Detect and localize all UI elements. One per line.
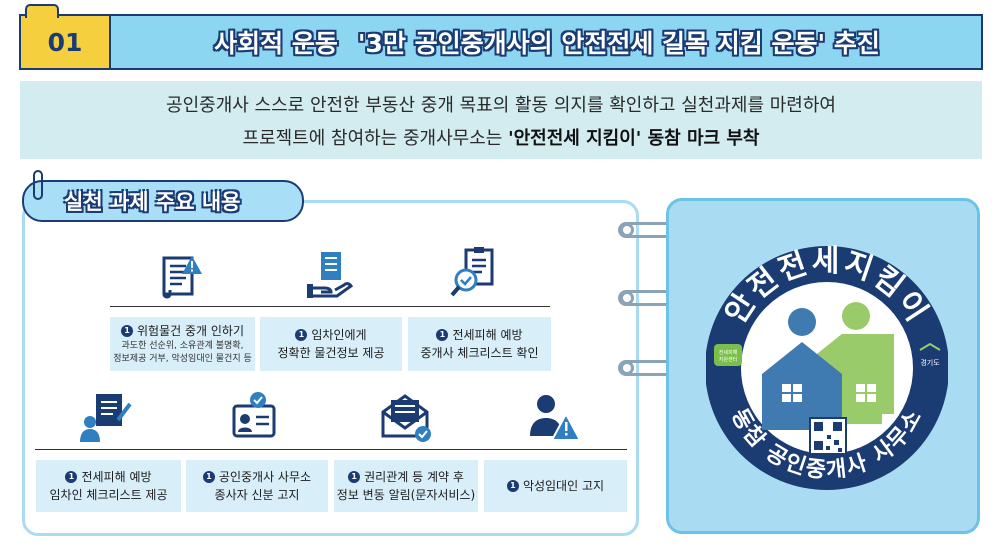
row-1-divider <box>110 306 550 307</box>
intro-line-2: 프로젝트에 참여하는 중개사무소는 '안전전세 지킴이' 동참 마크 부착 <box>243 124 760 150</box>
task-title: 전세피해 예방 <box>81 470 152 484</box>
title-part-2: '3만 공인중개사의 안전전세 길목 지킴 운동' 추진 <box>357 29 880 58</box>
tasks-label: 실천 과제 주요 내용 <box>22 180 304 222</box>
person-checklist-icon <box>80 394 132 442</box>
ring-hole-left-1 <box>620 223 634 237</box>
houses-illustration <box>762 302 894 430</box>
task-title-line-2: 중개사 체크리스트 확인 <box>420 346 539 360</box>
bullet-icon: 1 <box>65 471 78 483</box>
bullet-icon: 1 <box>295 329 308 341</box>
gyeonggi-label: 경기도 <box>920 358 940 367</box>
task-title-line-2: 임차인 체크리스트 제공 <box>49 488 168 502</box>
task-title-line-2: 정보 변동 알림(문자서비스) <box>336 488 476 502</box>
task-card-risky-property: 1 위험물건 중개 인하기 과도한 선순위, 소유관계 불명확, 정보제공 거부,… <box>110 317 255 371</box>
task-title: 위험물건 중개 인하기 <box>137 323 244 338</box>
safe-lease-badge: 전세피해 지원센터 경기도 안전전세지킴이 동참 공인중개사 사무소 <box>706 244 948 490</box>
section-title: 사회적 운동 '3만 공인중개사의 안전전세 길목 지킴 운동' 추진 <box>113 16 981 68</box>
gyeonggi-logo-icon <box>919 342 941 351</box>
bullet-icon: 1 <box>202 471 215 483</box>
ring-hole-left-2 <box>620 291 634 305</box>
qr-code-icon <box>809 417 847 455</box>
document-warning-icon <box>162 256 202 299</box>
task-title: 악성임대인 고지 <box>522 479 605 493</box>
task-sub-1: 과도한 선순위, 소유관계 불명확, <box>121 340 244 351</box>
ring-hole-left-3 <box>620 361 634 375</box>
bullet-icon: 1 <box>348 471 361 483</box>
intro-box: 공인중개사 스스로 안전한 부동산 중개 목표의 활동 의지를 확인하고 실천과… <box>20 81 982 159</box>
title-part-1: 사회적 운동 <box>214 29 338 58</box>
bullet-icon: 1 <box>506 480 519 492</box>
task-title: 전세피해 예방 <box>452 328 523 342</box>
support-center-tag <box>714 344 742 366</box>
task-title: 공인중개사 사무소 <box>218 470 312 484</box>
bullet-icon: 1 <box>436 329 449 341</box>
checklist-search-icon <box>450 247 494 297</box>
hand-document-icon <box>307 252 354 298</box>
task-title: 임차인에게 <box>311 328 367 342</box>
header-bar: 01 사회적 운동 '3만 공인중개사의 안전전세 길목 지킴 운동' 추진 <box>19 4 983 70</box>
person-warning-icon <box>530 395 582 441</box>
mail-check-icon <box>381 394 431 442</box>
task-title: 권리관계 등 계약 후 <box>364 470 464 484</box>
id-card-check-icon <box>232 392 276 438</box>
task-title-line-2: 정확한 물건정보 제공 <box>277 346 385 360</box>
intro-line-1: 공인중개사 스스로 안전한 부동산 중개 목표의 활동 의지를 확인하고 실천과… <box>166 94 836 116</box>
intro-line-2-prefix: 프로젝트에 참여하는 중개사무소는 <box>242 127 509 149</box>
bullet-icon: 1 <box>121 324 133 337</box>
row-2-divider <box>35 449 627 450</box>
section-number-badge: 01 <box>19 4 111 70</box>
support-center-tag-line-1: 전세피해 <box>719 349 738 356</box>
task-sub-2: 정보제공 거부, 악성임대인 물건지 등 <box>113 354 252 364</box>
task-title-line-2: 종사자 신분 고지 <box>214 488 300 502</box>
intro-line-2-bold: '안전전세 지킴이' 동참 마크 부착 <box>508 127 760 149</box>
paper-clip-icon <box>33 170 43 200</box>
support-center-tag-line-2: 지원센터 <box>719 356 737 363</box>
